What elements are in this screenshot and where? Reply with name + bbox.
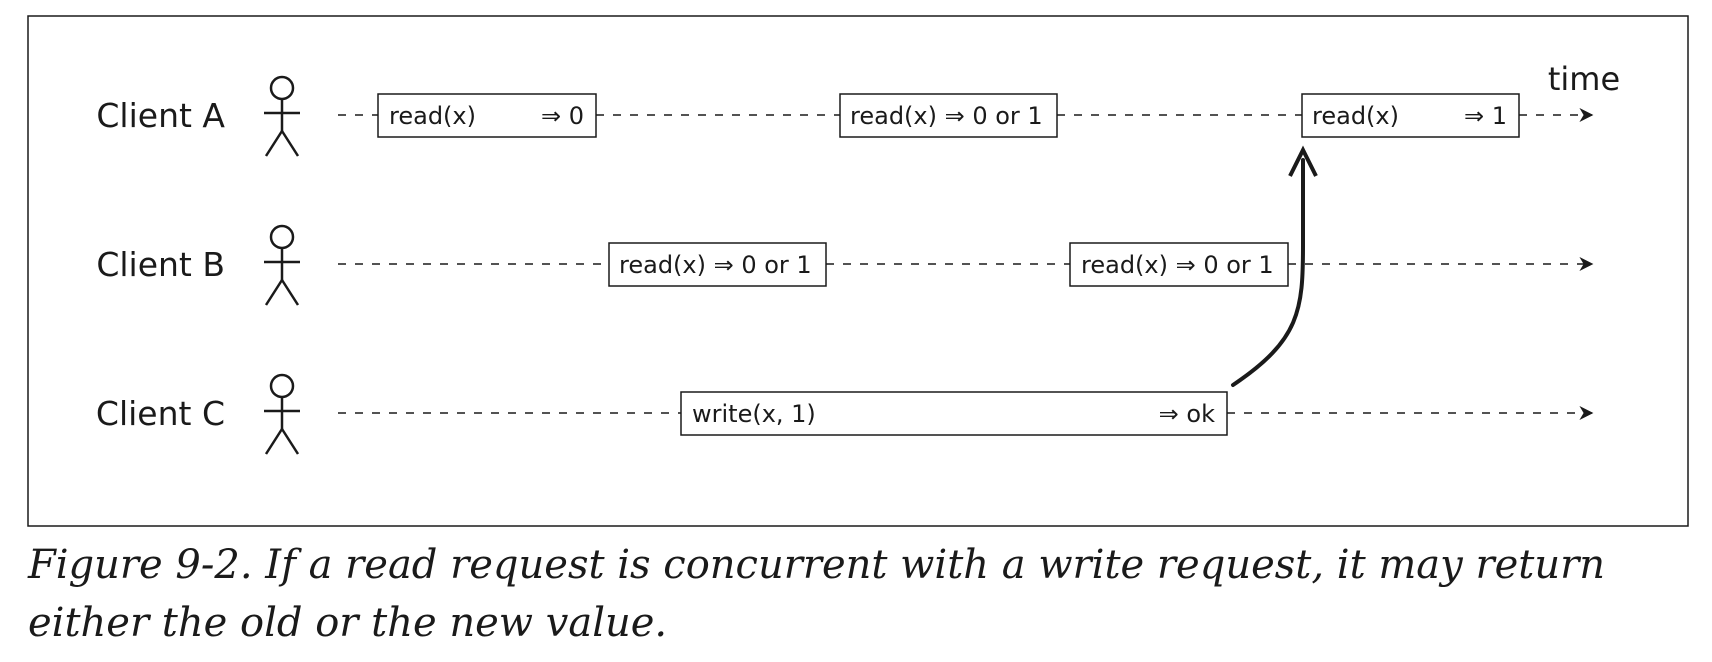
causality-arrowhead-icon [1288,145,1318,177]
svg-text:⇒ 0: ⇒ 0 [541,102,584,130]
operation-box: read(x) ⇒ 0 or 1 [608,242,827,287]
svg-text:⇒ ok: ⇒ ok [1159,400,1215,428]
svg-text:read(x) ⇒ 0 or 1: read(x) ⇒ 0 or 1 [850,102,1043,130]
client-row-a: Client A read(x) ⇒ 0 read(x) ⇒ 0 or 1 re… [96,75,1594,157]
figure-caption: Figure 9-2. If a read request is concurr… [28,542,1605,646]
client-label: Client B [96,245,225,284]
operation-box: read(x) ⇒ 0 or 1 [1069,242,1289,287]
client-label: Client C [96,394,225,433]
svg-text:write(x, 1): write(x, 1) [692,400,816,428]
stick-figure-icon [264,373,300,455]
stick-figure-icon [264,75,300,157]
svg-text:read(x): read(x) [389,102,476,130]
client-row-b: Client B read(x) ⇒ 0 or 1 read(x) ⇒ 0 or… [96,224,1594,306]
client-row-c: Client C write(x, 1) ⇒ ok [96,373,1594,455]
svg-text:read(x) ⇒ 0 or 1: read(x) ⇒ 0 or 1 [1081,251,1274,279]
operation-box: write(x, 1) ⇒ ok [680,391,1228,436]
stick-figure-icon [264,224,300,306]
operation-box: read(x) ⇒ 0 or 1 [839,93,1058,138]
svg-text:read(x): read(x) [1312,102,1399,130]
time-label: time [1548,60,1620,98]
svg-text:⇒ 1: ⇒ 1 [1464,102,1507,130]
diagram-frame [27,15,1689,527]
operation-box: read(x) ⇒ 0 [377,93,597,138]
concurrency-diagram: time Client A read(x) ⇒ 0 read(x) ⇒ 0 or… [27,15,1689,527]
operation-box: read(x) ⇒ 1 [1301,93,1520,138]
causality-arrow [1231,158,1305,387]
svg-text:read(x) ⇒ 0 or 1: read(x) ⇒ 0 or 1 [619,251,812,279]
client-label: Client A [96,96,225,135]
